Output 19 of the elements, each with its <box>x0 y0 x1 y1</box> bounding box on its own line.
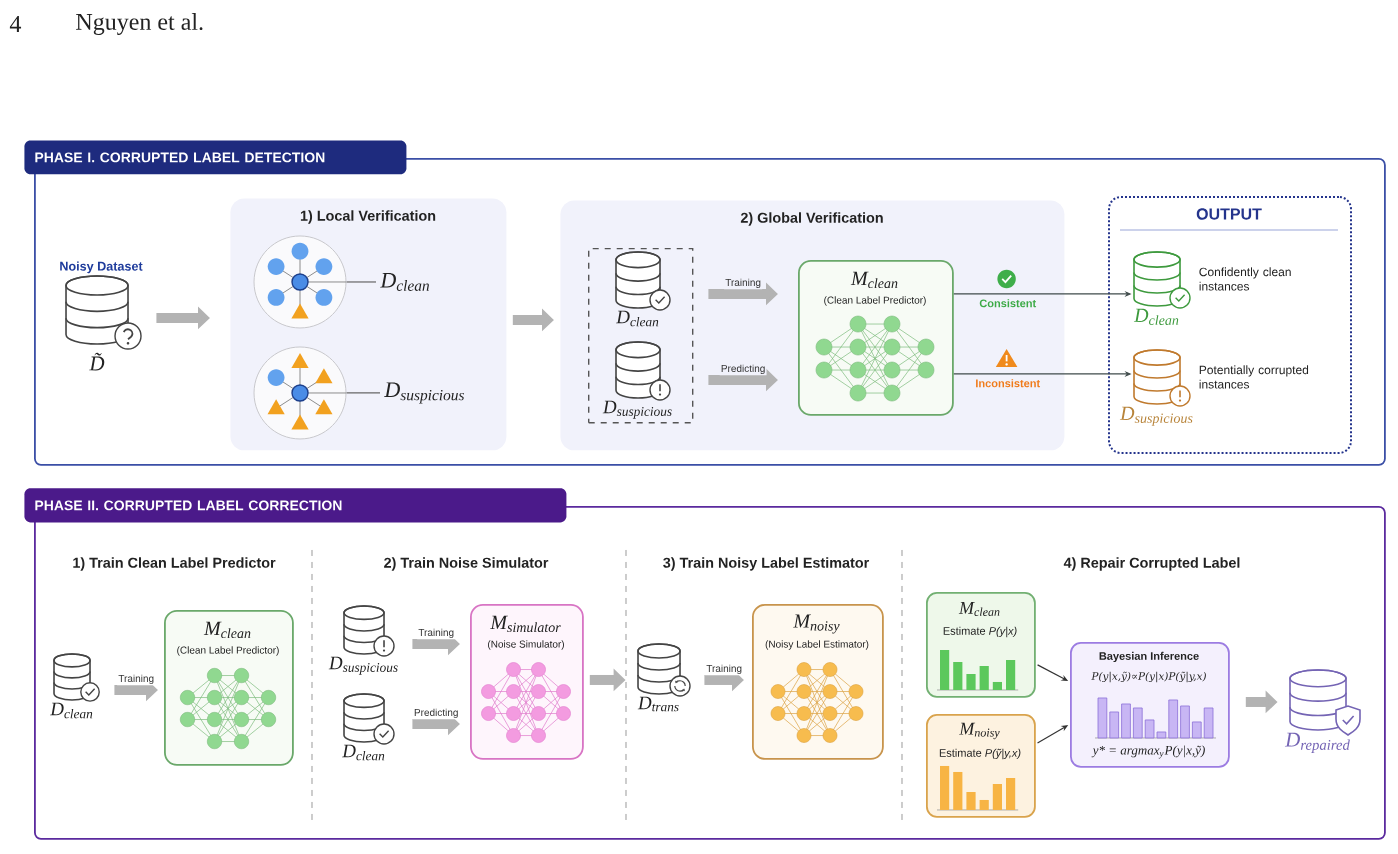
node-label: D$_{clean}$ <box>616 310 659 327</box>
node-label: D$_{repaired}$ <box>1284 732 1350 753</box>
node-label: D$_{clean}$ <box>342 744 385 761</box>
node-label: D$_{clean}$ <box>1133 308 1179 326</box>
connector-line <box>345 281 377 283</box>
node-label: D̃ <box>89 352 105 371</box>
connector-line <box>345 392 381 394</box>
math-label: D$_{clean}$ <box>380 273 429 291</box>
cluster-diagram <box>253 346 347 440</box>
running-header: Nguyen et al. <box>76 13 203 35</box>
database-cylinder: D$_{repaired}$ <box>1284 669 1350 753</box>
database-cylinder: D$_{trans}$ <box>637 643 681 712</box>
database-cylinder: D$_{clean}$ <box>50 653 93 719</box>
cluster-diagram <box>253 235 347 329</box>
node-label: D$_{clean}$ <box>50 702 93 719</box>
database-cylinder: D$_{clean}$ <box>615 251 661 327</box>
page-number: 4 <box>9 16 22 32</box>
node-label: D$_{trans}$ <box>637 696 679 712</box>
database-cylinder: D$_{clean}$ <box>342 693 385 761</box>
